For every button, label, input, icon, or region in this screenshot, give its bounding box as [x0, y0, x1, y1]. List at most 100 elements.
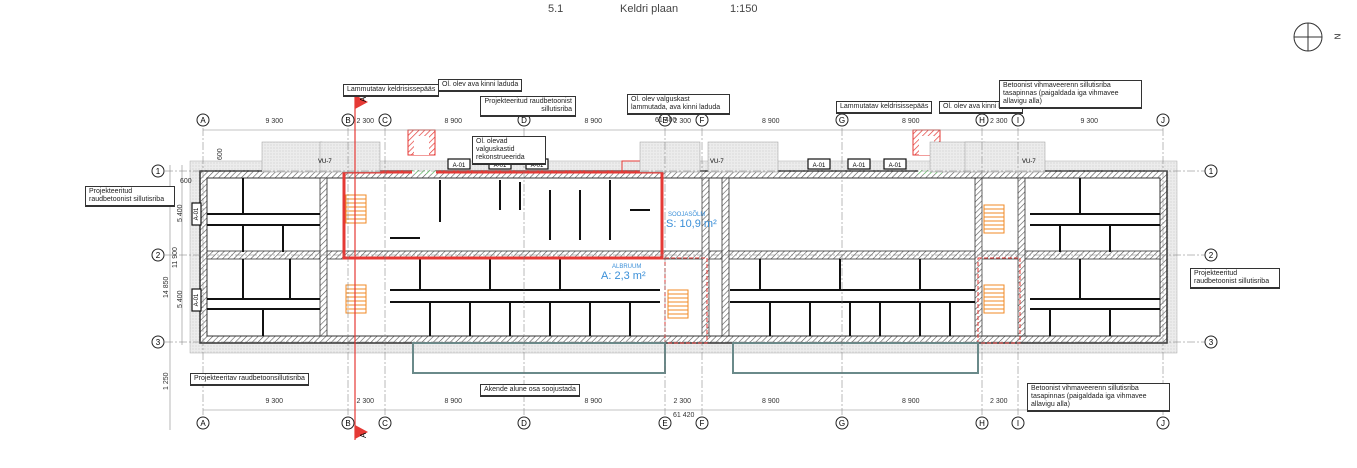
- grid-label: C: [382, 419, 388, 428]
- dimension-label: 2 300: [356, 398, 375, 405]
- grid-bubble: [835, 113, 849, 127]
- room-area: S: 10,9 m²: [666, 218, 717, 230]
- stair-icon: [345, 284, 367, 314]
- grid-bubble: [1204, 335, 1218, 349]
- grid-bubble: [658, 416, 672, 430]
- window-tag-label: A-01: [453, 163, 466, 169]
- window-tag-box: [447, 158, 471, 170]
- grid-bubble: [1156, 113, 1170, 127]
- dimension-label: 8 900: [584, 398, 603, 405]
- stair-outline: [983, 284, 1005, 314]
- window-tag-label: A-01: [889, 163, 902, 169]
- grid-bubble: [695, 416, 709, 430]
- callout-lightwell-demolish: Ol. olev valguskast lammutada, ava kinni…: [627, 94, 730, 115]
- callout-insulate-below-windows: Akende alune osa soojustada: [480, 384, 580, 397]
- grid-label: G: [839, 419, 845, 428]
- grid-bubble: [341, 113, 355, 127]
- dimension-label: 9 300: [265, 398, 284, 405]
- stair-icon: [345, 194, 367, 224]
- section-marker-label: A: [359, 96, 368, 102]
- dimension-label: 2 300: [673, 118, 692, 125]
- window-tag: A-01: [191, 288, 202, 312]
- grid-label: A: [200, 419, 206, 428]
- grid-bubble: [151, 248, 165, 262]
- callout-demolish-entrance: Lammutatav keldrisissepääs: [343, 84, 440, 97]
- window-tag: A-01: [807, 158, 831, 170]
- entrance-annex: [261, 141, 323, 173]
- window-tag: A-01: [883, 158, 907, 170]
- window-tag: A-01: [847, 158, 871, 170]
- grid-label: B: [345, 116, 350, 125]
- grid-label: I: [1017, 116, 1019, 125]
- entrance-void: [414, 136, 429, 155]
- grid-label: F: [700, 419, 705, 428]
- drawing-scale: 1:150: [730, 3, 758, 15]
- demolition-dashed: [977, 257, 1021, 344]
- window-tag-box: [847, 158, 871, 170]
- dim-left-600b: 600: [180, 178, 192, 185]
- grid-bubble: [1011, 113, 1025, 127]
- grid-bubble: [341, 416, 355, 430]
- stair-outline: [345, 194, 367, 224]
- grid-bubble: [378, 113, 392, 127]
- dimension-label: 8 900: [902, 118, 920, 125]
- window-tag: A-01: [447, 158, 471, 170]
- grid-label: H: [979, 116, 985, 125]
- grid-label: 1: [156, 167, 161, 176]
- grid-label: 2: [1209, 251, 1214, 260]
- grid-label: 1: [1209, 167, 1214, 176]
- dimension-label: 8 900: [444, 398, 463, 405]
- grid-bubble: [151, 335, 165, 349]
- grid-bubble: [975, 113, 989, 127]
- stair-icon: [983, 204, 1005, 234]
- dimension-label: 2 300: [673, 398, 692, 405]
- stair-tag: VU-7: [710, 159, 724, 165]
- grid-label: J: [1161, 116, 1165, 125]
- dim-left-5400a: 5 400: [177, 204, 184, 222]
- entrance-annex: [319, 141, 381, 173]
- dim-left-1250: 1 250: [163, 372, 170, 390]
- window-tag-box: [807, 158, 831, 170]
- grid-label: E: [662, 116, 667, 125]
- grid-bubble: [1204, 164, 1218, 178]
- dim-left-14850: 14 850: [163, 276, 170, 298]
- dimension-label: 2 300: [356, 118, 375, 125]
- callout-paving-strip: Projekteeritud raudbetoonist sillutisrib…: [480, 96, 576, 117]
- grid-bubble: [1204, 248, 1218, 262]
- callout-paving-right: Projekteeritud raudbetoonist sillutisrib…: [1190, 268, 1280, 289]
- grid-label: I: [1017, 419, 1019, 428]
- window-well: [732, 342, 979, 374]
- stair-icon: [983, 284, 1005, 314]
- section-arrow-icon: [355, 425, 368, 439]
- total-dimension-top: 61 400: [655, 117, 677, 124]
- stair-outline: [667, 289, 689, 319]
- window-tag-label: A-01: [194, 293, 200, 306]
- callout-lightwells: Ol. olevad valguskastid rekonstrueerida: [472, 136, 546, 165]
- grid-label: B: [345, 419, 350, 428]
- room-name: SOOJASÕLM: [668, 212, 706, 218]
- stair-outline: [345, 284, 367, 314]
- grid-bubble: [378, 416, 392, 430]
- stair-icon: [667, 289, 689, 319]
- room-area: A: 2,3 m²: [601, 270, 646, 282]
- window-tag-box: [191, 288, 202, 312]
- grid-bubble: [196, 113, 210, 127]
- window-tag-label: A-01: [494, 163, 507, 169]
- grid-label: D: [521, 116, 527, 125]
- grid-label: A: [200, 116, 206, 125]
- dimension-label: 2 300: [990, 398, 1008, 405]
- dimension-label: 2 300: [990, 118, 1008, 125]
- cross-wall: [1017, 177, 1026, 337]
- grid-label: D: [521, 419, 527, 428]
- dim-left-600: 600: [217, 148, 224, 160]
- callout-gutter-bottom: Betoonist vihmaveerenn sillutisriba tasa…: [1027, 383, 1170, 412]
- entrance-annex: [964, 141, 1046, 173]
- stair-tag: VU-7: [318, 159, 332, 165]
- drawing-title: Keldri plaan: [620, 3, 679, 15]
- grid-bubble: [1156, 416, 1170, 430]
- callout-gutter-top: Betoonist vihmaveerenn sillutisriba tasa…: [999, 80, 1142, 109]
- window-tag-label: A-01: [531, 163, 544, 169]
- drawing-number: 5.1: [548, 3, 564, 15]
- stair-tag: VU-7: [1022, 159, 1036, 165]
- grid-label: E: [662, 419, 667, 428]
